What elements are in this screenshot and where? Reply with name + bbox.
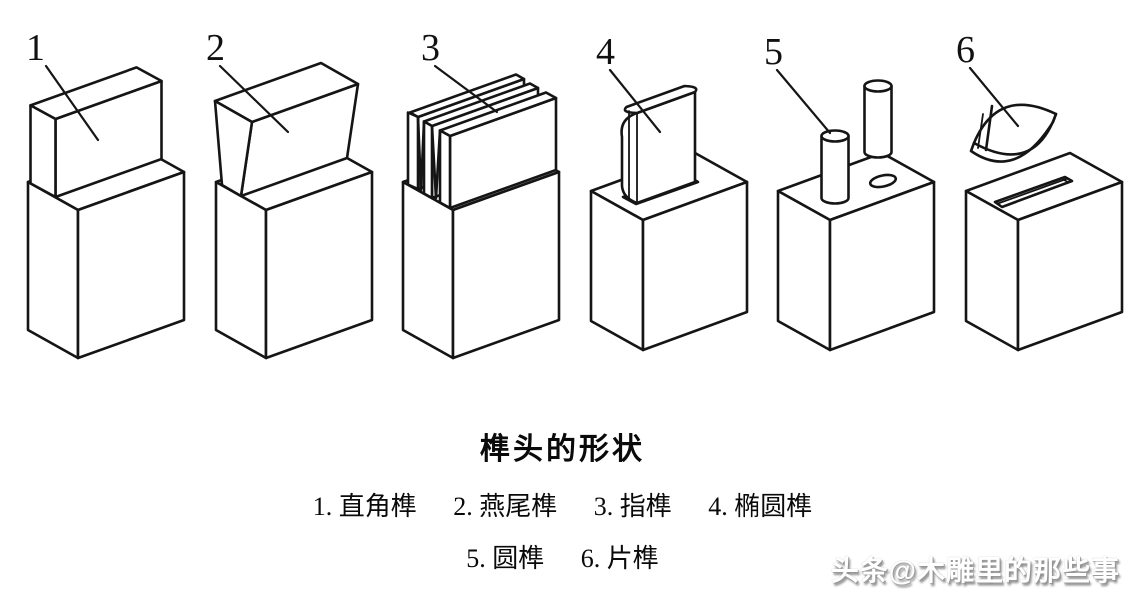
caption-line-1: 1. 直角榫 2. 燕尾榫 3. 指榫 4. 椭圆榫 [0, 486, 1125, 523]
figure-number: 6 [956, 29, 975, 71]
figure-dovetail-tenon: 2 [188, 0, 376, 385]
leader-line [218, 64, 289, 134]
finger-tenon-drawing: 3 [401, 27, 561, 360]
caption-item-right-angle-tenon: 1. 直角榫 [312, 492, 417, 521]
figure-number: 1 [26, 27, 45, 69]
figure-number: 4 [596, 31, 615, 73]
tenon-figures-row: 1 2 [0, 0, 1125, 385]
finger-fins [406, 73, 558, 210]
dovetail-plate [213, 61, 359, 198]
leader-line [44, 64, 100, 142]
round-tenon-drawing: 5 [764, 31, 936, 352]
right-angle-tenon-drawing: 1 [26, 27, 186, 360]
floating-dowel [863, 79, 893, 159]
figure-number: 2 [206, 27, 225, 69]
base-block [964, 151, 1123, 352]
inserted-dowel [820, 129, 850, 205]
caption-item-oval-tenon: 4. 椭圆榫 [708, 492, 813, 521]
oval-tenon-drawing: 4 [589, 31, 748, 352]
caption-item-finger-tenon: 3. 指榫 [593, 492, 672, 521]
oval-tenon [619, 84, 697, 205]
caption-item-biscuit-tenon: 6. 片榫 [580, 544, 659, 573]
leader-line [968, 66, 1019, 128]
dovetail-tenon-drawing: 2 [206, 27, 373, 360]
figure-right-angle-tenon: 1 [0, 0, 188, 385]
figure-number: 5 [764, 31, 783, 73]
leader-line [608, 68, 661, 134]
leader-line [433, 64, 499, 114]
dowel-hole [868, 173, 898, 189]
diagram-title: 榫头的形状 [480, 433, 645, 466]
caption-item-dovetail-tenon: 2. 燕尾榫 [453, 492, 558, 521]
figure-biscuit-tenon: 6 [938, 0, 1125, 385]
biscuit [969, 103, 1057, 163]
tenon-plate [29, 66, 163, 199]
base-block [776, 151, 936, 352]
caption-line-2: 5. 圆榫 6. 片榫 [0, 538, 1125, 575]
biscuit-tenon-drawing: 6 [956, 29, 1123, 352]
caption-item-round-tenon: 5. 圆榫 [466, 544, 545, 573]
figure-number: 3 [421, 27, 440, 69]
leader-line [775, 68, 832, 135]
figure-finger-tenon: 3 [375, 0, 563, 385]
figure-round-tenon: 5 [750, 0, 938, 385]
figure-oval-tenon: 4 [563, 0, 751, 385]
watermark-toutiao: 头条@木雕里的那些事 [830, 555, 1120, 586]
biscuit-slot [993, 175, 1073, 209]
